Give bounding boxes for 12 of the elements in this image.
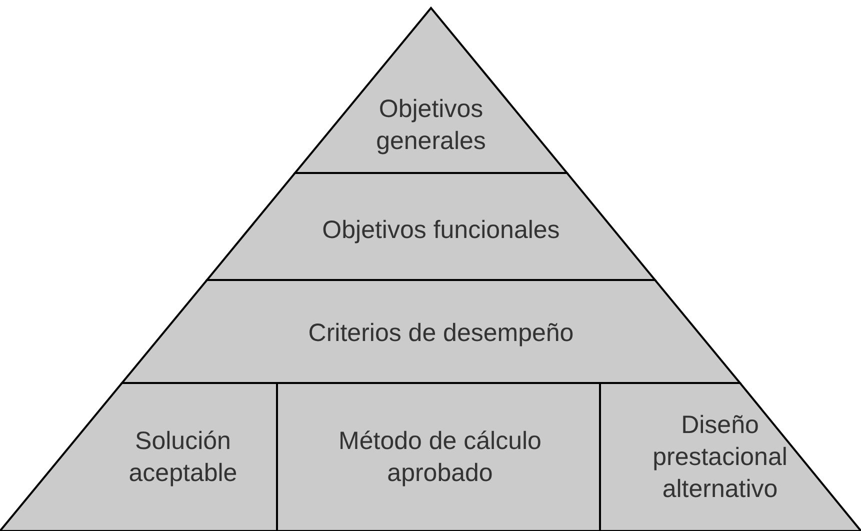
pyramid-level (122, 280, 740, 383)
level-label: Solución aceptable (128, 426, 238, 489)
pyramid-level (295, 8, 567, 173)
level-label: Objetivos generales (375, 94, 487, 157)
level-label: Criterios de desempeño (307, 318, 575, 349)
pyramid-level (207, 173, 655, 280)
pyramid-level (277, 383, 600, 531)
level-label: Método de cálculo aprobado (338, 426, 542, 489)
pyramid-level (600, 383, 861, 531)
level-label: Objetivos funcionales (321, 215, 561, 246)
pyramid-level (0, 383, 277, 531)
level-label: Diseño prestacional alternativo (652, 410, 788, 505)
